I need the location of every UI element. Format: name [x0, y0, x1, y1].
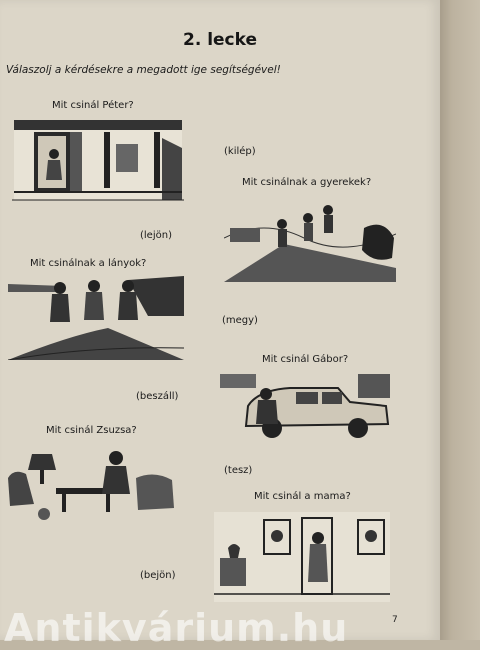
- lesson-title: 2. lecke: [182, 30, 258, 50]
- verb-kilep: (kilép): [224, 146, 256, 157]
- question-mama: Mit csinál a mama?: [254, 491, 351, 502]
- question-gyerekek: Mit csinálnak a gyerekek?: [242, 177, 372, 188]
- page-edge: [440, 0, 480, 640]
- question-peter: Mit csinál Péter?: [52, 100, 134, 111]
- verb-megy: (megy): [222, 315, 258, 326]
- illustration-children-hill: [224, 198, 396, 282]
- question-lanyok: Mit csinálnak a lányok?: [30, 258, 147, 269]
- verb-beszall: (beszáll): [136, 391, 179, 402]
- question-zsuzsa: Mit csinál Zsuzsa?: [46, 425, 137, 436]
- illustration-mama-door: [214, 512, 390, 602]
- verb-bejon: (bejön): [140, 570, 176, 581]
- verb-lejon: (lejön): [140, 230, 172, 241]
- illustration-peter-door: [12, 118, 184, 202]
- illustration-girls-road: [8, 276, 184, 360]
- illustration-gabor-car: [218, 372, 392, 442]
- watermark: Antikvárium.hu: [4, 606, 349, 650]
- question-gabor: Mit csinál Gábor?: [262, 354, 349, 365]
- page-number: 7: [392, 615, 398, 625]
- illustration-zsuzsa-room: [4, 444, 180, 526]
- lesson-instruction: Válaszolj a kérdésekre a megadott ige se…: [6, 64, 281, 76]
- verb-tesz: (tesz): [224, 465, 253, 476]
